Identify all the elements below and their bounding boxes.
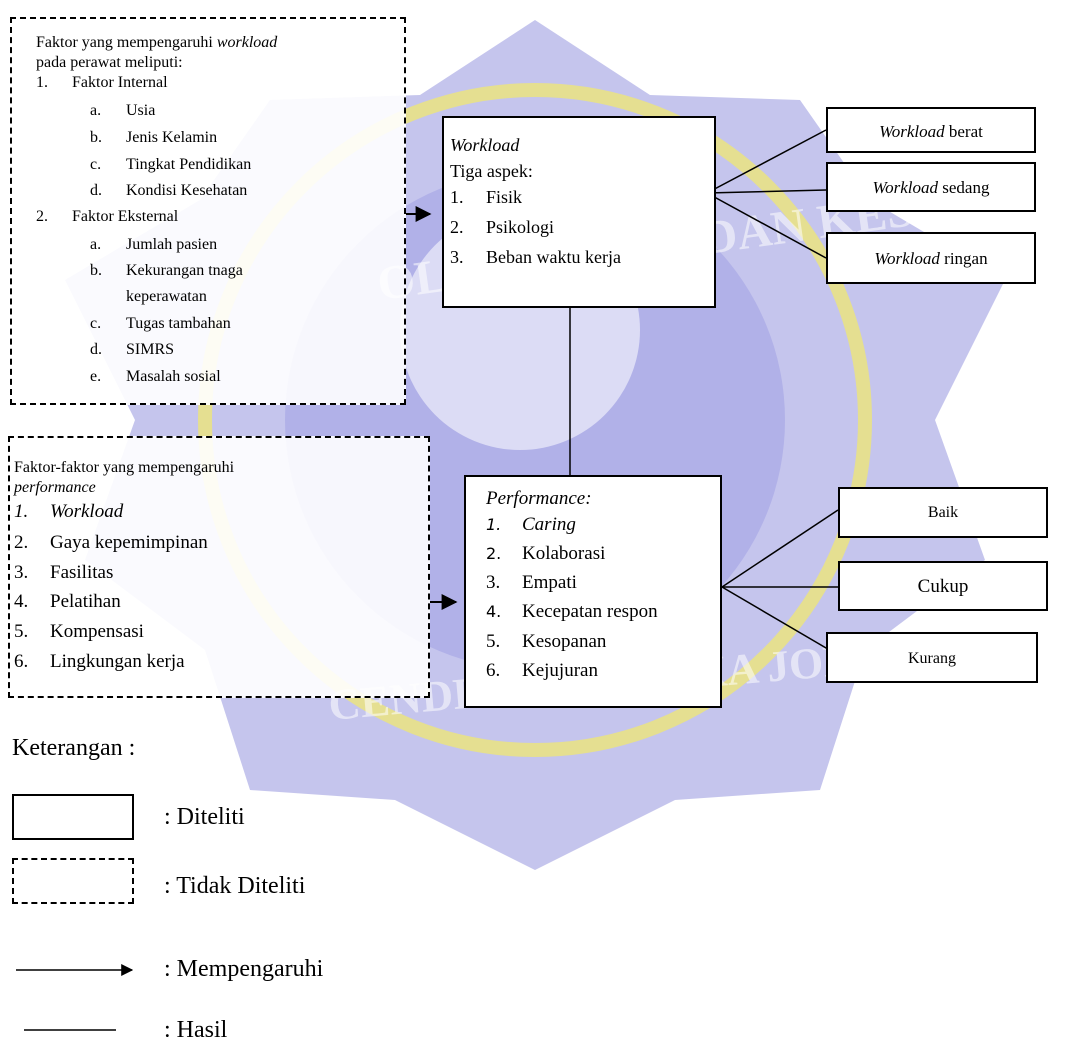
group-label: Faktor Eksternal — [72, 208, 179, 225]
factors-workload-title-prefix: Faktor yang mempengaruhi — [36, 34, 217, 51]
item-letter: a. — [90, 236, 102, 253]
perf-factor-num: 2. — [14, 532, 29, 553]
legend-solid-box — [12, 794, 134, 840]
item-letter: e. — [90, 368, 102, 385]
performance-item-text: Empati — [522, 572, 577, 593]
item-letter: a. — [90, 102, 102, 119]
factors-performance-box: Faktor-faktor yang mempengaruhi performa… — [8, 436, 430, 698]
outcome-workload-ringan: Workload ringan — [826, 232, 1036, 284]
outcome-rest: berat — [944, 122, 983, 141]
factors-performance-title-line2: performance — [14, 479, 96, 496]
item-letter: c. — [90, 156, 102, 173]
factors-workload-title-line2: pada perawat meliputi: — [36, 54, 183, 71]
item-text: Tingkat Pendidikan — [126, 156, 252, 173]
item-text: Kekurangan tnaga — [126, 262, 243, 279]
performance-item-text: Kolaborasi — [522, 543, 606, 564]
workload-item-num: 1. — [450, 187, 464, 207]
workload-item-text: Psikologi — [486, 217, 555, 237]
outcome-label: Workload ringan — [828, 250, 1034, 267]
workload-box: Workload Tiga aspek: 1. Fisik 2. Psikolo… — [442, 116, 716, 308]
outcome-baik: Baik — [838, 487, 1048, 538]
workload-item-text: Beban waktu kerja — [486, 247, 621, 267]
group-label: Faktor Internal — [72, 74, 168, 91]
item-text: keperawatan — [126, 288, 207, 305]
item-text: Usia — [126, 102, 156, 119]
outcome-workload-sedang: Workload sedang — [826, 162, 1036, 212]
item-text: Tugas tambahan — [126, 315, 231, 332]
legend-dashed-box — [12, 858, 134, 904]
outcome-italic: Workload — [872, 178, 939, 197]
line-workload-to-sedang — [706, 189, 827, 194]
item-letter: b. — [90, 262, 102, 279]
group-num: 2. — [36, 208, 48, 225]
performance-item-text: Kesopanan — [522, 631, 607, 652]
performance-item-num: 1. — [486, 515, 502, 534]
workload-item-text: Fisik — [486, 187, 523, 207]
workload-subtitle: Tiga aspek: — [450, 161, 533, 181]
outcome-label: Baik — [927, 504, 959, 521]
legend-tidak-diteliti: : Tidak Diteliti — [164, 873, 306, 899]
perf-factor-num: 5. — [14, 621, 29, 642]
legend-hasil: : Hasil — [164, 1017, 228, 1043]
item-letter: c. — [90, 315, 102, 332]
line-workload-to-ringan — [706, 192, 827, 259]
outcome-rest: ringan — [939, 249, 988, 268]
performance-item-text: Kejujuran — [522, 660, 598, 681]
performance-box: Performance: 1. Caring 2. Kolaborasi 3. … — [464, 475, 722, 708]
outcome-label: Workload berat — [828, 123, 1034, 140]
performance-item-num: 4. — [486, 602, 502, 621]
group-num: 1. — [36, 74, 48, 91]
perf-factor-text: Pelatihan — [50, 591, 121, 612]
factors-workload-box: Faktor yang mempengaruhi workload pada p… — [10, 17, 406, 405]
perf-factor-num: 6. — [14, 651, 29, 672]
outcome-label: Kurang — [908, 650, 956, 667]
legend-diteliti: : Diteliti — [164, 804, 245, 830]
performance-item-text: Kecepatan respon — [522, 601, 658, 622]
outcome-italic: Workload — [879, 122, 945, 141]
performance-item-text: Caring — [522, 514, 576, 535]
perf-factor-num: 3. — [14, 562, 29, 583]
outcome-cukup: Cukup — [838, 561, 1048, 611]
performance-item-num: 6. — [486, 660, 501, 681]
workload-item-num: 2. — [450, 217, 464, 237]
line-performance-to-baik — [721, 509, 839, 588]
perf-factor-num: 4. — [14, 591, 29, 612]
item-text: Jumlah pasien — [126, 236, 218, 253]
perf-factor-text: Gaya kepemimpinan — [50, 532, 208, 553]
outcome-workload-berat: Workload berat — [826, 107, 1036, 153]
item-text: SIMRS — [126, 341, 175, 358]
outcome-label: Cukup — [917, 576, 969, 597]
item-letter: d. — [90, 341, 102, 358]
outcome-kurang: Kurang — [826, 632, 1038, 683]
factors-workload-title: Faktor yang mempengaruhi workload — [36, 35, 277, 51]
performance-title: Performance: — [486, 488, 592, 509]
factors-performance-title: Faktor-faktor yang mempengaruhi — [14, 459, 235, 476]
outcome-label: Workload sedang — [828, 179, 1034, 196]
outcome-rest: sedang — [938, 178, 990, 197]
item-letter: b. — [90, 129, 102, 146]
factors-workload-title-italic: workload — [216, 34, 278, 51]
legend-mempengaruhi: : Mempengaruhi — [164, 956, 324, 982]
line-workload-to-berat — [706, 129, 827, 194]
workload-item-num: 3. — [450, 247, 464, 267]
performance-item-num: 3. — [486, 572, 501, 593]
item-text: Jenis Kelamin — [126, 129, 218, 146]
outcome-italic: Workload — [874, 249, 940, 268]
perf-factor-text: Lingkungan kerja — [50, 651, 185, 672]
perf-factor-text: Kompensasi — [50, 621, 144, 642]
item-text: Masalah sosial — [126, 368, 221, 385]
item-letter: d. — [90, 182, 102, 199]
perf-factor-num: 1. — [14, 501, 29, 522]
perf-factor-text: Workload — [50, 501, 124, 522]
line-performance-to-kurang — [721, 586, 839, 656]
performance-item-num: 2. — [486, 544, 502, 563]
item-text: Kondisi Kesehatan — [126, 182, 248, 199]
perf-factor-text: Fasilitas — [50, 562, 114, 583]
workload-title: Workload — [450, 135, 520, 155]
legend-title: Keterangan : — [12, 735, 136, 761]
performance-item-num: 5. — [486, 631, 501, 652]
